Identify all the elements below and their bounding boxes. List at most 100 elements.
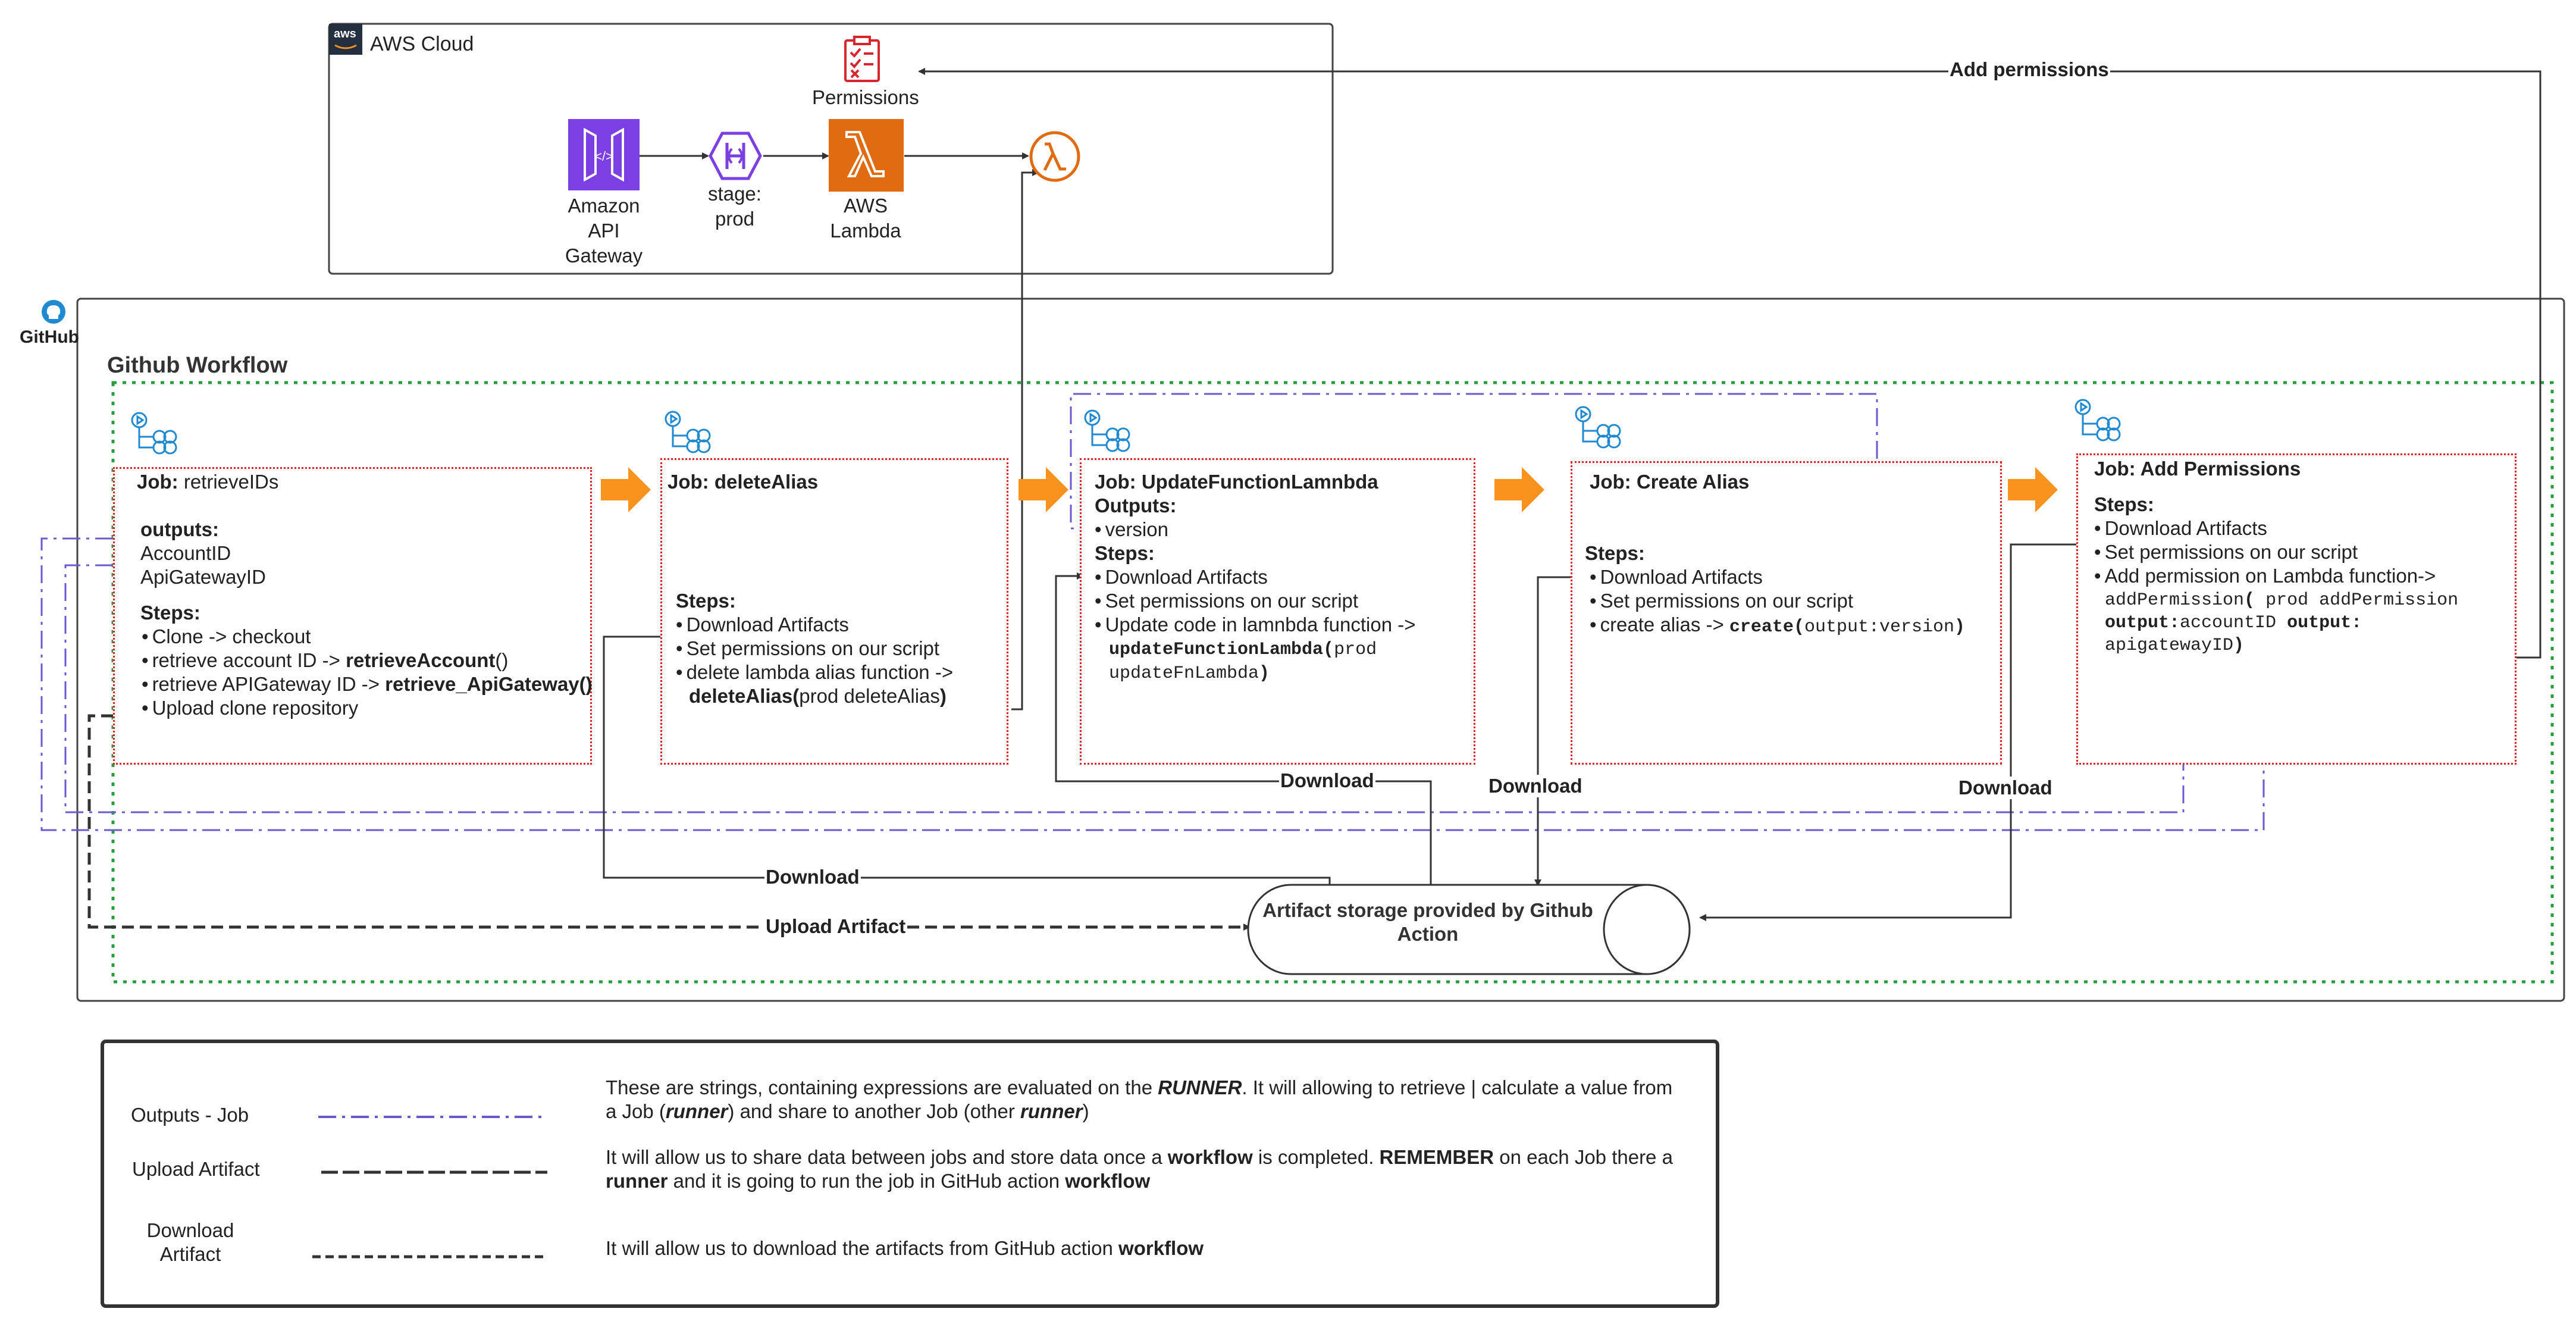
stage-label-line: stage: <box>708 183 761 205</box>
code-text: apigatewayID <box>2105 636 2234 656</box>
github-container <box>76 298 2565 1002</box>
job-update-function-content: Job: UpdateFunctionLamnbda Outputs: vers… <box>1095 470 1416 684</box>
output-item: version <box>1095 518 1416 541</box>
job-create-alias-content: Job: Create Alias Steps: Download Artifa… <box>1585 470 1965 639</box>
workflow-icon <box>1084 409 1130 452</box>
legend-desc-line: These are strings, containing expression… <box>606 1076 1672 1100</box>
step-item: Download Artifacts <box>667 613 953 637</box>
job-title: Job: deleteAlias <box>667 471 819 493</box>
steps-label: Steps: <box>1095 542 1155 564</box>
step-item: Set permissions on our script <box>667 637 953 660</box>
api-gateway-label: Amazon API Gateway <box>550 193 657 268</box>
aws-logo-icon: aws <box>329 24 362 55</box>
legend-text: on each Job there a <box>1494 1146 1673 1168</box>
job-add-permissions-content: Job: Add Permissions Steps: Download Art… <box>2094 457 2458 656</box>
aws-cloud-container <box>328 23 1334 275</box>
step-call: updateFunctionLambda(prod <box>1095 637 1416 660</box>
step-item: Download Artifacts <box>1095 565 1416 589</box>
legend-label-line: Artifact <box>159 1243 221 1265</box>
step-item: Add permission on Lambda function-> <box>2094 564 2458 588</box>
call-args: output:version <box>1804 617 1954 637</box>
step-text: Clone -> checkout <box>152 625 311 647</box>
legend-text: . It will allowing to retrieve | calcula… <box>1242 1076 1673 1098</box>
legend-emph: RUNNER <box>1158 1076 1242 1098</box>
step-item: Update code in lamnbda function -> <box>1095 613 1416 637</box>
legend-emph: runner <box>665 1100 728 1122</box>
legend-desc-line: a Job (runner) and share to another Job … <box>606 1100 1672 1123</box>
add-permissions-edge-label: Add permissions <box>1948 58 2110 81</box>
stage-label-line: prod <box>714 208 755 230</box>
legend-text: ) and share to another Job (other <box>728 1100 1021 1122</box>
outputs-label: outputs: <box>140 518 219 540</box>
artifact-storage-label: Artifact storage provided by Github Acti… <box>1249 899 1606 946</box>
call-args: updateFnLambda <box>1109 663 1259 684</box>
legend-upload-artifact-label: Upload Artifact <box>132 1158 260 1180</box>
job-title-rest: retrieveIDs <box>178 471 279 493</box>
step-item: Download Artifacts <box>1590 565 1965 589</box>
legend-outputs-job-label: Outputs - Job <box>131 1104 249 1126</box>
aws-logo-text: aws <box>334 27 356 40</box>
legend-upload-artifact-desc: It will allow us to share data between j… <box>606 1145 1673 1193</box>
code-bold: ( <box>2244 590 2255 611</box>
job-title: Job: retrieveIDs <box>137 470 593 494</box>
code-line: apigatewayID) <box>2094 633 2458 656</box>
legend-box <box>101 1040 1719 1308</box>
steps-label: Steps: <box>140 602 200 624</box>
artifact-storage-text: Artifact storage provided by Github Acti… <box>1262 899 1593 945</box>
step-call: deleteAlias(prod deleteAlias) <box>667 684 953 708</box>
step-item: Set permissions on our script <box>1590 589 1965 613</box>
lambda-function-icon <box>1029 131 1080 182</box>
legend-emph: runner <box>1020 1100 1083 1122</box>
checklist-icon <box>844 36 880 82</box>
step-text: Upload clone repository <box>152 697 359 719</box>
step-item: create alias -> create(output:version) <box>1590 613 1965 639</box>
legend-text: ) <box>1082 1100 1089 1122</box>
output-item: ApiGatewayID <box>140 566 266 588</box>
legend-emph: workflow <box>1118 1237 1204 1259</box>
code-line: addPermission( prod addPermission <box>2094 588 2458 611</box>
api-gateway-icon: </> <box>568 119 640 190</box>
legend-download-artifact-label: Download Artifact <box>143 1219 238 1266</box>
flow-arrow-icon <box>1019 467 1068 512</box>
download-edge-label: Download <box>1279 769 1375 792</box>
step-item: Download Artifacts <box>2094 516 2458 540</box>
workflow-title: Github Workflow <box>107 353 288 378</box>
code-text: prod addPermission <box>2255 590 2459 611</box>
call-end: ) <box>1259 663 1270 684</box>
step-code: retrieveAccount <box>346 649 496 671</box>
legend-emph: REMEMBER <box>1379 1146 1494 1168</box>
workflow-icon <box>665 411 711 453</box>
step-item: Set permissions on our script <box>2094 540 2458 564</box>
job-add-permissions <box>2076 453 2517 765</box>
job-retrieve-ids-content: Job: retrieveIDs outputs: AccountID ApiG… <box>137 470 593 720</box>
legend-text: is completed. <box>1252 1146 1380 1168</box>
step-item: Clone -> checkout <box>137 625 593 649</box>
job-delete-alias <box>660 458 1008 765</box>
workflow-icon <box>1575 406 1621 449</box>
code-text: accountID <box>2180 613 2287 633</box>
legend-emph: workflow <box>1065 1170 1151 1192</box>
steps-label: Steps: <box>2094 493 2154 515</box>
call-args: prod deleteAlias <box>799 685 940 707</box>
aws-cloud-label: AWS Cloud <box>370 33 474 55</box>
job-title: Job: UpdateFunctionLamnbda <box>1095 471 1378 493</box>
code-bold: ) <box>2233 636 2245 656</box>
permissions-label: Permissions <box>812 86 919 108</box>
stage-label: stage: prod <box>687 181 782 231</box>
call-end: ) <box>939 685 947 707</box>
call-args: prod <box>1334 640 1377 660</box>
lambda-label-line: AWS <box>844 195 888 217</box>
call-end: ) <box>1954 617 1966 637</box>
code-bold: output: <box>2105 613 2180 633</box>
legend-text: These are strings, containing expression… <box>606 1076 1158 1098</box>
download-edge-label: Download <box>1487 775 1584 797</box>
legend-outputs-job-desc: These are strings, containing expression… <box>606 1076 1672 1123</box>
step-code: retrieve_ApiGateway() <box>385 673 593 695</box>
lambda-icon <box>829 119 904 192</box>
stage-endpoint-icon <box>709 132 762 180</box>
step-call-line2: updateFnLambda) <box>1095 660 1416 684</box>
step-item: retrieve account ID -> retrieveAccount() <box>137 649 593 672</box>
legend-download-artifact-desc: It will allow us to download the artifac… <box>606 1237 1204 1260</box>
legend-text: a Job ( <box>606 1100 666 1122</box>
artifact-storage-cylinder <box>1247 884 1691 975</box>
